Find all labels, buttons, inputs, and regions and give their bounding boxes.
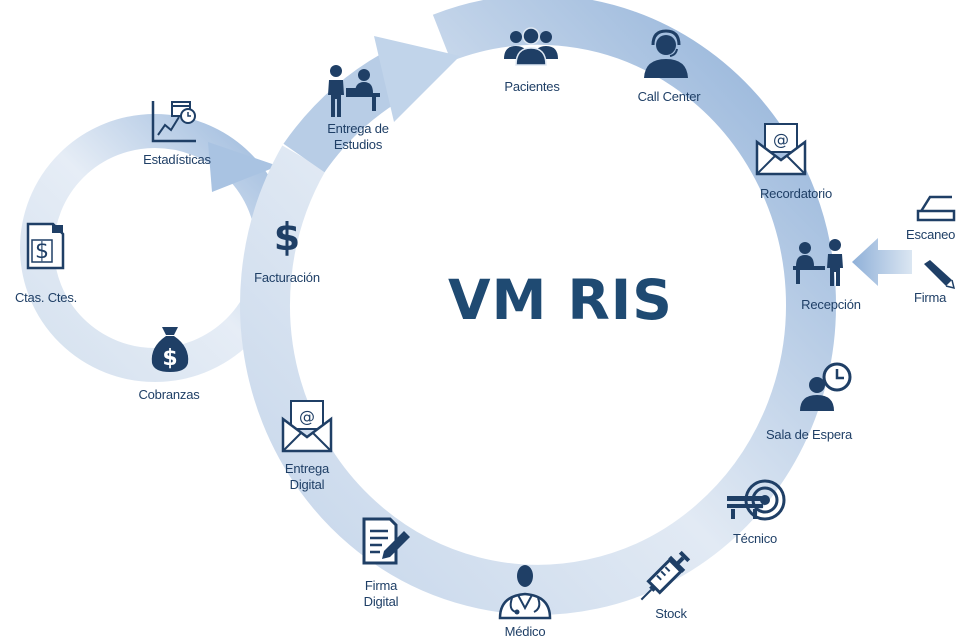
scanner-icon [916, 193, 956, 228]
statistics-chart-icon [150, 99, 200, 150]
pen-icon [920, 258, 956, 295]
recordatorio-label: Recordatorio [759, 186, 833, 201]
facturacion-label: Facturación [254, 270, 320, 285]
svg-text:$: $ [274, 215, 300, 258]
doctor-icon [496, 562, 554, 625]
stock-label: Stock [655, 606, 687, 621]
signed-document-icon [360, 517, 412, 570]
svg-text:$: $ [162, 346, 177, 371]
headset-operator-icon [640, 28, 692, 85]
waiting-clock-person-icon [797, 361, 853, 418]
sala-de-espera-label: Sala de Espera [765, 427, 853, 442]
people-group-icon [502, 27, 560, 72]
email-envelope-icon: @ [281, 397, 333, 458]
small-loop-arrowhead [208, 142, 278, 192]
entrega-de-estudios-label: Entrega de Estudios [327, 121, 389, 152]
syringe-icon [632, 544, 696, 615]
input-arrow [852, 238, 912, 286]
tecnico-label: Técnico [732, 531, 778, 546]
reception-desk-icon [793, 238, 847, 293]
svg-text:@: @ [299, 407, 315, 426]
recepcion-label: Recepción [801, 297, 861, 312]
ctas-ctes-label: Ctas. Ctes. [14, 290, 78, 305]
account-document-icon: $ [25, 222, 67, 275]
svg-text:$: $ [35, 239, 49, 264]
pacientes-label: Pacientes [504, 79, 560, 94]
email-envelope-icon: @ [755, 120, 807, 181]
firma-label: Firma [914, 290, 947, 305]
scanner-machine-icon [725, 478, 787, 529]
diagram-title: VM RIS [448, 268, 673, 332]
main-loop-arrowhead [374, 36, 460, 122]
svg-text:@: @ [773, 130, 789, 149]
estadisticas-label: Estadísticas [143, 152, 211, 167]
firma-digital-label: Firma Digital [363, 578, 399, 609]
entrega-digital-label: Entrega Digital [284, 461, 330, 492]
money-bag-icon: $ [150, 325, 190, 378]
cobranzas-label: Cobranzas [138, 387, 200, 402]
main-loop [240, 0, 836, 615]
call-center-label: Call Center [637, 89, 701, 104]
delivery-desk-icon [322, 63, 380, 124]
medico-label: Médico [504, 624, 546, 639]
dollar-sign-icon: $ [274, 214, 300, 263]
escaneo-label: Escaneo [906, 227, 956, 242]
